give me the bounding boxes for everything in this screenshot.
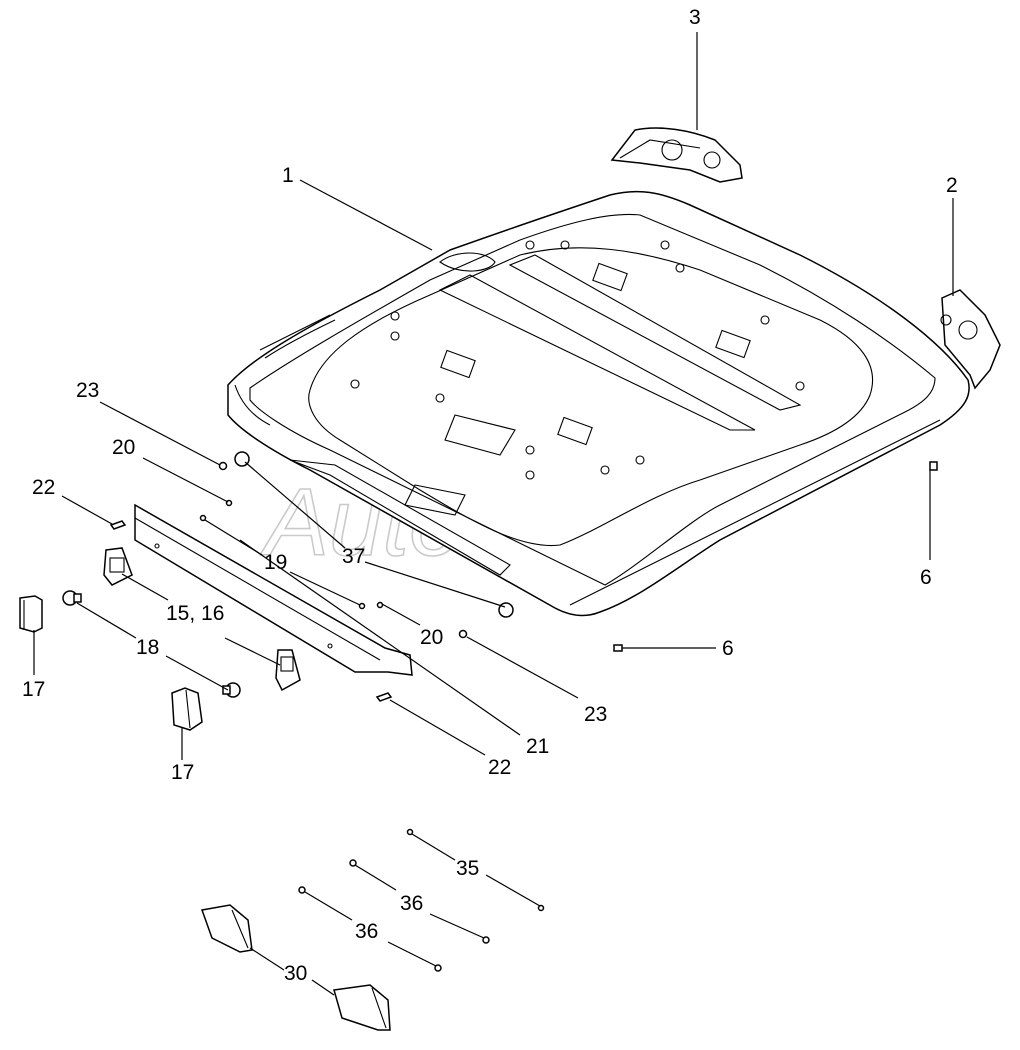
callout-labels: 3 1 2 23 20 22 19 37 15, 16 17 18 17 20 … — [22, 6, 958, 985]
callout-18: 18 — [136, 636, 159, 659]
bulb-part-18 — [62, 590, 241, 698]
callout-6-bottom: 6 — [722, 637, 734, 660]
callout-23-right: 23 — [584, 703, 607, 726]
callout-36-upper: 36 — [400, 892, 423, 915]
callout-30: 30 — [284, 962, 307, 985]
callout-37: 37 — [342, 545, 365, 568]
mounting-bracket-part-21 — [134, 503, 413, 676]
callout-6-right: 6 — [920, 566, 932, 589]
callout-19: 19 — [264, 551, 287, 574]
callout-2: 2 — [946, 174, 958, 197]
lamp-cover-part-17-right — [171, 687, 203, 731]
callout-20-top: 20 — [112, 436, 135, 459]
callout-15-16: 15, 16 — [166, 602, 224, 625]
callout-17-left: 17 — [22, 678, 45, 701]
lamp-assembly-part-3 — [610, 127, 743, 183]
callout-1: 1 — [282, 164, 294, 187]
socket-part-15 — [103, 547, 133, 586]
callout-20-right: 20 — [420, 626, 443, 649]
callout-17-bottom: 17 — [171, 761, 194, 784]
lamp-assembly-part-2 — [940, 289, 1001, 390]
lamp-part-30-right — [333, 984, 391, 1031]
callout-22-top: 22 — [32, 476, 55, 499]
fasteners — [109, 451, 938, 972]
callout-23-top: 23 — [76, 379, 99, 402]
leader-lines — [33, 32, 954, 996]
socket-part-16 — [275, 649, 301, 692]
callout-22-bottom: 22 — [488, 756, 511, 779]
roof-panel-part-1 — [227, 190, 970, 617]
callout-36-lower: 36 — [355, 920, 378, 943]
callout-3: 3 — [689, 6, 701, 29]
callout-35: 35 — [456, 857, 479, 880]
lamp-cover-part-17-left — [19, 595, 43, 633]
callout-21: 21 — [526, 735, 549, 758]
lamp-part-30-left — [200, 904, 253, 953]
